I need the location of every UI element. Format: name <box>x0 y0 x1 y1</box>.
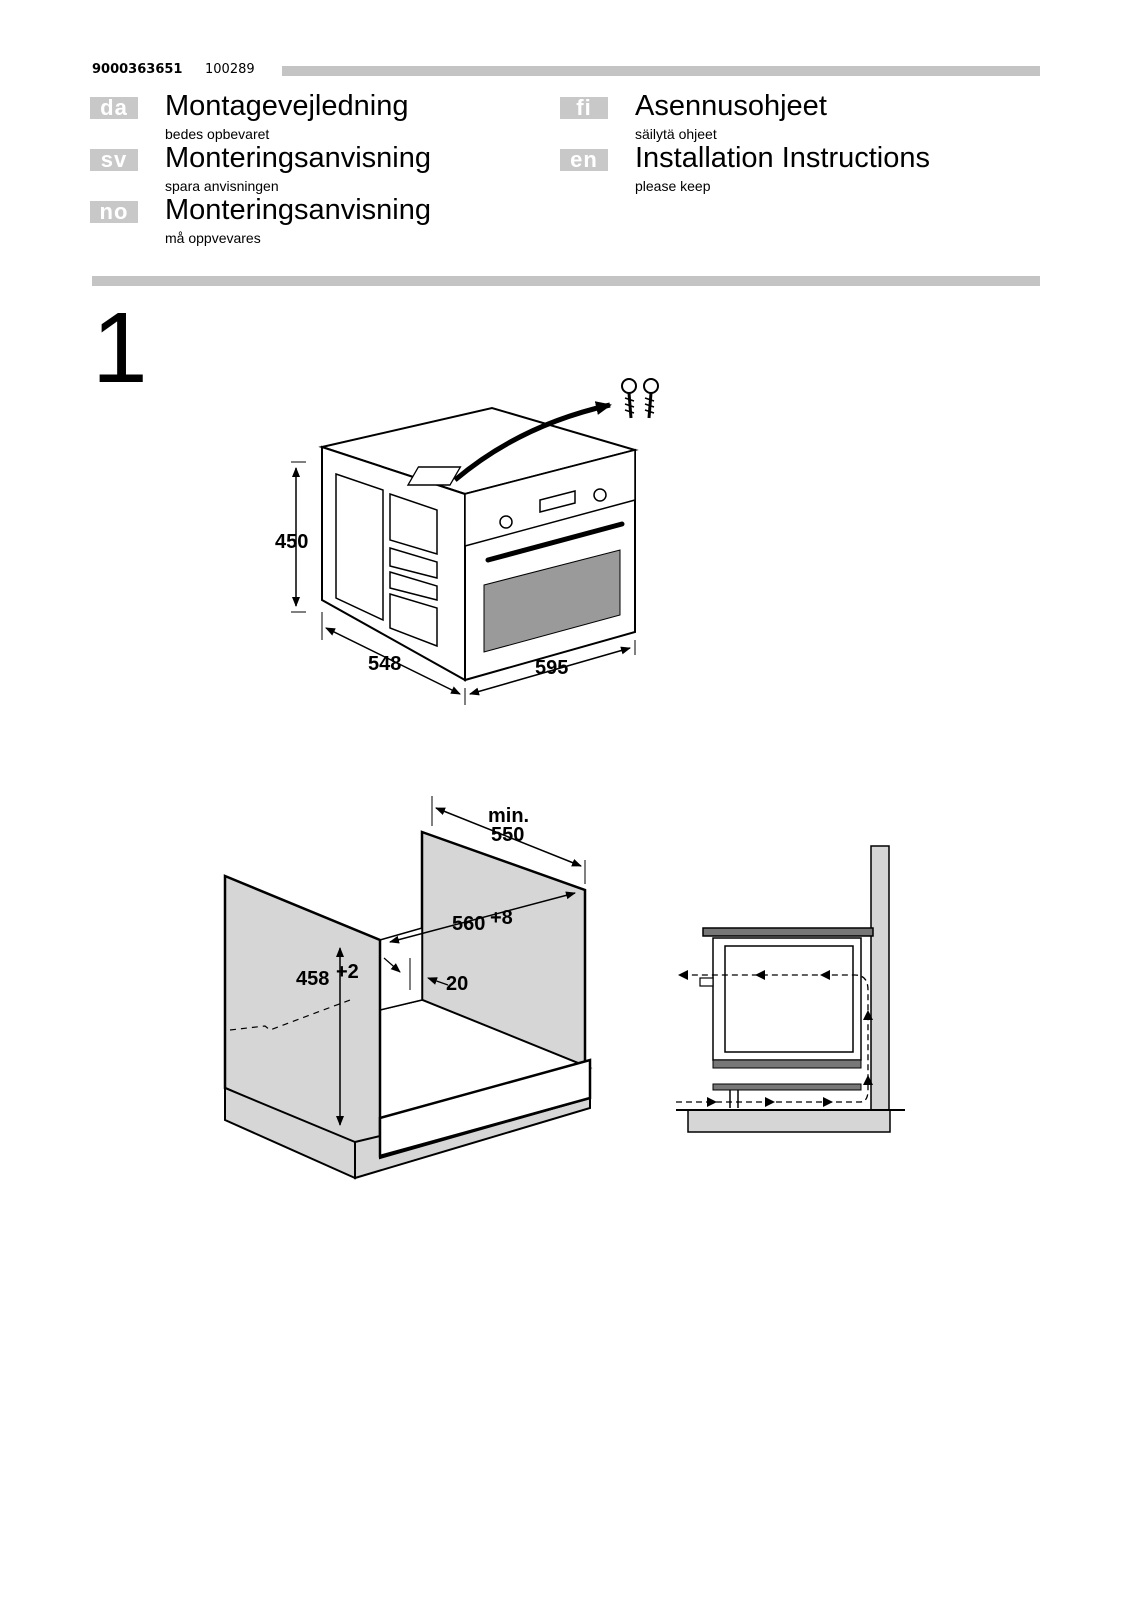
airflow-path <box>676 974 869 1103</box>
floor-block <box>687 1109 891 1133</box>
section-divider <box>92 276 1040 286</box>
language-title: Monteringsanvisning <box>165 194 431 226</box>
language-badge: no <box>90 201 138 223</box>
cabinet-width-dimension <box>389 891 576 944</box>
language-subtitle: säilytä ohjeet <box>635 126 717 142</box>
control-knob <box>499 515 513 529</box>
cabinet-height-tolerance: +2 <box>336 961 359 983</box>
language-title: Montagevejledning <box>165 90 409 122</box>
document-date-code: 100289 <box>205 62 255 77</box>
language-badge: en <box>560 149 608 171</box>
language-title: Asennusohjeet <box>635 90 827 122</box>
language-block-da: da Montagevejledning bedes opbevaret <box>90 90 530 146</box>
step-number: 1 <box>92 292 148 404</box>
language-title: Monteringsanvisning <box>165 142 431 174</box>
control-knob <box>593 488 607 502</box>
cabinet-gap-label: 20 <box>446 973 468 995</box>
language-block-sv: sv Monteringsanvisning spara anvisningen <box>90 142 530 198</box>
cabinet-depth-label: 550 <box>491 824 524 846</box>
oven-figure: 450 548 595 <box>275 378 659 705</box>
language-subtitle: spara anvisningen <box>165 178 279 194</box>
cabinet-height-label: 458 <box>296 968 329 990</box>
language-badge: da <box>90 97 138 119</box>
header-divider <box>282 66 1040 76</box>
cabinet-width-tolerance: +8 <box>490 907 513 929</box>
cabinet-width-label: 560 <box>452 913 485 935</box>
screw-bag <box>406 466 462 486</box>
oven-display <box>539 490 576 513</box>
language-block-no: no Monteringsanvisning må oppvevares <box>90 194 530 250</box>
oven-height-label: 450 <box>275 531 308 553</box>
language-title: Installation Instructions <box>635 142 930 174</box>
language-subtitle: må oppvevares <box>165 230 261 246</box>
side-panel-cutout <box>389 546 438 579</box>
document-header: 9000363651 100289 <box>92 62 1040 82</box>
worktop <box>702 927 874 937</box>
depth-dimension-line <box>325 627 461 695</box>
cabinet-front-rail <box>378 1058 592 1158</box>
document-number: 9000363651 <box>92 62 183 77</box>
wall <box>870 845 890 1112</box>
door-handle <box>485 521 625 563</box>
language-block-en: en Installation Instructions please keep <box>560 142 1000 198</box>
side-panel-cutout <box>389 570 438 601</box>
screw-icon <box>621 378 637 419</box>
ventilation-figure <box>676 845 905 1133</box>
language-subtitle: bedes opbevaret <box>165 126 270 142</box>
cabinet-min-label: min. <box>488 805 529 827</box>
width-dimension-line <box>469 646 631 696</box>
language-block-fi: fi Asennusohjeet säilytä ohjeet <box>560 90 1000 146</box>
oven-depth-label: 548 <box>368 653 401 675</box>
oven-width-label: 595 <box>535 657 568 679</box>
removal-arrow <box>453 401 612 482</box>
side-panel-cutout <box>389 492 438 556</box>
cabinet-figure: min. 550 560 +8 458 +2 20 <box>223 796 593 1180</box>
screw-icon <box>643 378 659 419</box>
cabinet-depth-dimension <box>435 807 582 867</box>
language-badge: fi <box>560 97 608 119</box>
oven-window <box>483 549 621 653</box>
language-badge: sv <box>90 149 138 171</box>
language-subtitle: please keep <box>635 178 711 194</box>
side-panel-cutout <box>335 472 384 622</box>
